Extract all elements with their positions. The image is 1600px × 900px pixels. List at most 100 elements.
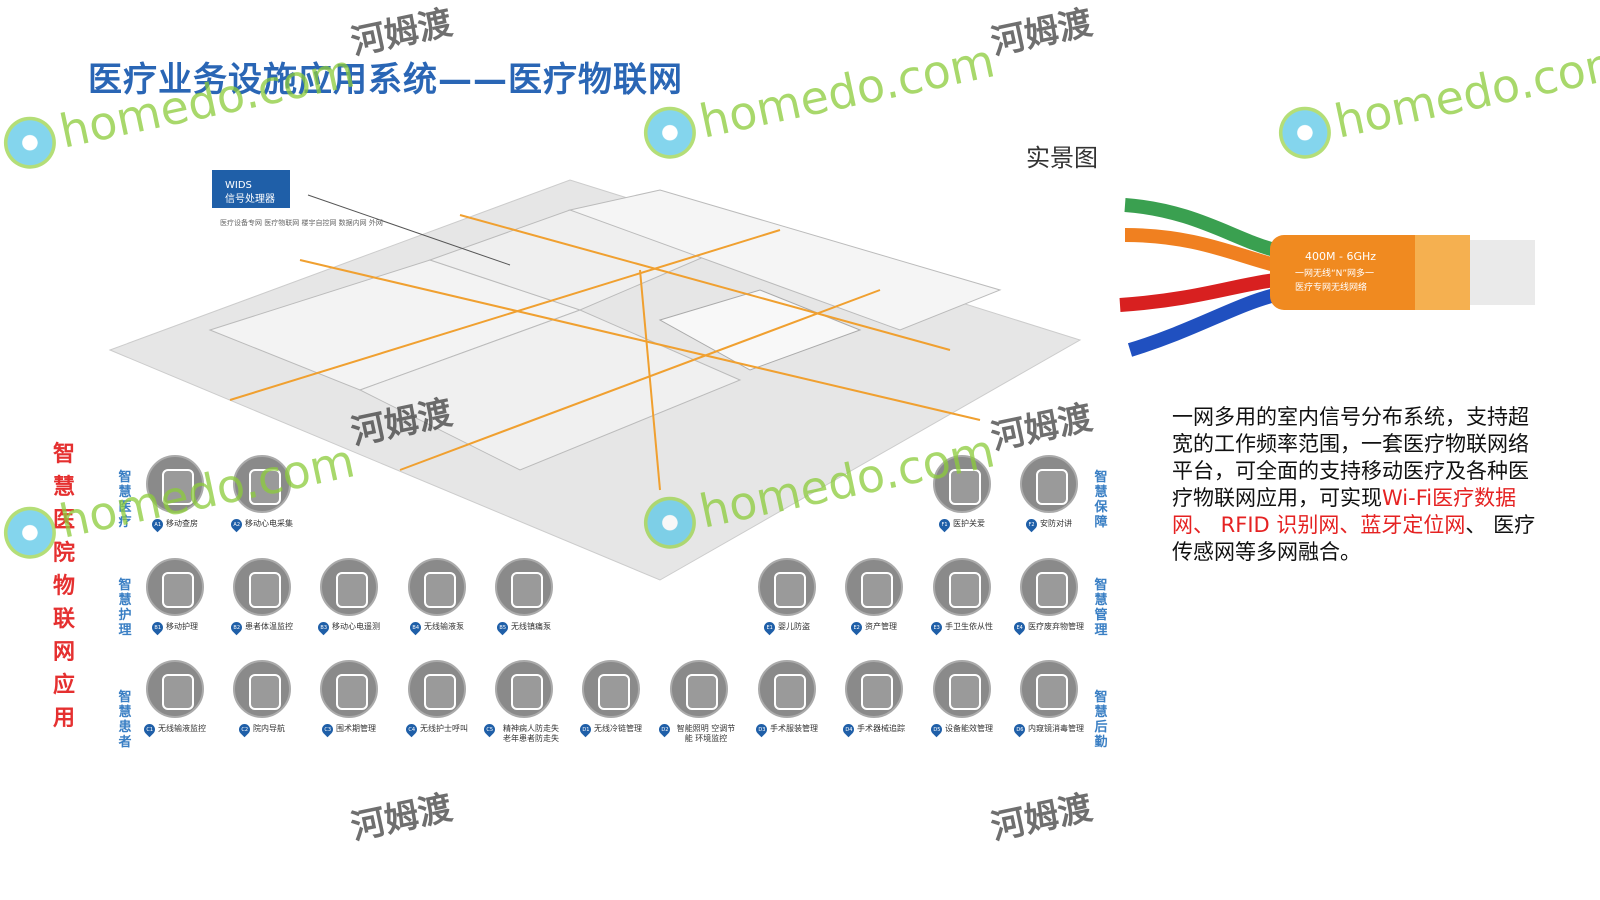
application-icon bbox=[582, 660, 640, 718]
application-icon bbox=[146, 558, 204, 616]
location-pin-icon: E2 bbox=[848, 619, 865, 636]
application-icon bbox=[845, 558, 903, 616]
watermark: homedo.com bbox=[638, 33, 1000, 164]
application-label: 移动查房 bbox=[166, 519, 198, 528]
application-icon bbox=[1020, 558, 1078, 616]
location-pin-icon: C4 bbox=[403, 721, 420, 738]
application-item: C5 精神病人防走失 老年患者防走失 bbox=[481, 660, 564, 744]
side-title: 智慧医院物联网应用 bbox=[52, 442, 75, 731]
processor-label: WIDS bbox=[225, 180, 252, 191]
watermark-cn: 河姆渡 bbox=[987, 787, 1096, 849]
category-management: 智慧管理 bbox=[1094, 578, 1108, 638]
application-icon bbox=[670, 660, 728, 718]
application-label: 精神病人防走失 老年患者防走失 bbox=[503, 724, 559, 743]
application-icon bbox=[495, 660, 553, 718]
application-label: 无线输液泵 bbox=[424, 622, 464, 631]
location-pin-icon: F1 bbox=[936, 516, 953, 533]
application-icon bbox=[146, 660, 204, 718]
location-pin-icon: F2 bbox=[1023, 516, 1040, 533]
application-icon bbox=[1020, 455, 1078, 513]
application-icon bbox=[320, 558, 378, 616]
signal-wires bbox=[229, 214, 981, 491]
watermark-flower-icon bbox=[1273, 101, 1336, 164]
application-label: 移动护理 bbox=[166, 622, 198, 631]
hospital-isometric-illustration: WIDS 信号处理器 医疗设备专网 医疗物联网 楼宇自控网 数据内网 外网 bbox=[108, 170, 1082, 581]
application-label: 无线输液监控 bbox=[158, 724, 206, 733]
category-medical: 智慧医疗 bbox=[118, 470, 132, 530]
cable-illustration: 400M - 6GHz 一网无线“N”网多一 医疗专网无线网络 bbox=[1119, 198, 1535, 357]
application-label: 手卫生依从性 bbox=[945, 622, 993, 631]
location-pin-icon: D4 bbox=[840, 721, 857, 738]
watermark-flower-icon bbox=[638, 101, 701, 164]
location-pin-icon: C2 bbox=[236, 721, 253, 738]
application-label: 医护关爱 bbox=[953, 519, 985, 528]
category-support: 智慧保障 bbox=[1094, 470, 1108, 530]
application-label: 院内导航 bbox=[253, 724, 285, 733]
application-label: 无线镇痛泵 bbox=[511, 622, 551, 631]
category-nursing: 智慧护理 bbox=[118, 578, 132, 638]
application-label: 无线冷链管理 bbox=[594, 724, 642, 733]
location-pin-icon: D1 bbox=[577, 721, 594, 738]
location-pin-icon: B3 bbox=[315, 619, 332, 636]
location-pin-icon: B2 bbox=[228, 619, 245, 636]
application-label: 无线护士呼叫 bbox=[420, 724, 468, 733]
location-pin-icon: C5 bbox=[481, 721, 498, 738]
location-pin-icon: D6 bbox=[1011, 721, 1028, 738]
application-icon bbox=[146, 455, 204, 513]
location-pin-icon: C1 bbox=[141, 721, 158, 738]
location-pin-icon: E1 bbox=[761, 619, 778, 636]
processor-label-2: 信号处理器 bbox=[225, 193, 275, 205]
application-label: 移动心电遥测 bbox=[332, 622, 380, 631]
application-icon bbox=[495, 558, 553, 616]
application-label: 安防对讲 bbox=[1040, 519, 1072, 528]
watermark: homedo.com bbox=[1273, 33, 1600, 164]
application-label: 手术器械追踪 bbox=[857, 724, 905, 733]
application-icon bbox=[320, 660, 378, 718]
application-icon bbox=[233, 455, 291, 513]
application-label: 资产管理 bbox=[865, 622, 897, 631]
application-icon bbox=[233, 660, 291, 718]
application-label: 设备能效管理 bbox=[945, 724, 993, 733]
location-pin-icon: C3 bbox=[319, 721, 336, 738]
wids-processor bbox=[212, 170, 290, 208]
application-label: 移动心电采集 bbox=[245, 519, 293, 528]
description-text: 一网多用的室内信号分布系统，支持超宽的工作频率范围，一套医疗物联网络平台，可全面… bbox=[1172, 404, 1542, 566]
location-pin-icon: B4 bbox=[407, 619, 424, 636]
application-icon bbox=[1020, 660, 1078, 718]
category-patient: 智慧患者 bbox=[118, 690, 132, 750]
application-label: 内窥镜消毒管理 bbox=[1028, 724, 1084, 733]
application-icon bbox=[933, 455, 991, 513]
description-highlight: Wi-Fi医疗数据网、 RFID 识别网、蓝牙定位网 bbox=[1172, 486, 1517, 537]
application-label: 围术期管理 bbox=[336, 724, 376, 733]
description-part1: 一网多用的室内信号分布系统，支持超宽的工作频率范围，一套医疗物联网络平台，可全面… bbox=[1172, 405, 1529, 510]
scene-label: 实景图 bbox=[1026, 144, 1098, 172]
location-pin-icon: D3 bbox=[753, 721, 770, 738]
application-icon bbox=[933, 660, 991, 718]
cable-line1: 一网无线“N”网多一 bbox=[1295, 267, 1374, 279]
application-icon bbox=[408, 660, 466, 718]
location-pin-icon: B1 bbox=[149, 619, 166, 636]
application-icon bbox=[233, 558, 291, 616]
location-pin-icon: D2 bbox=[656, 721, 673, 738]
location-pin-icon: E3 bbox=[928, 619, 945, 636]
application-icon bbox=[408, 558, 466, 616]
location-pin-icon: A2 bbox=[228, 516, 245, 533]
